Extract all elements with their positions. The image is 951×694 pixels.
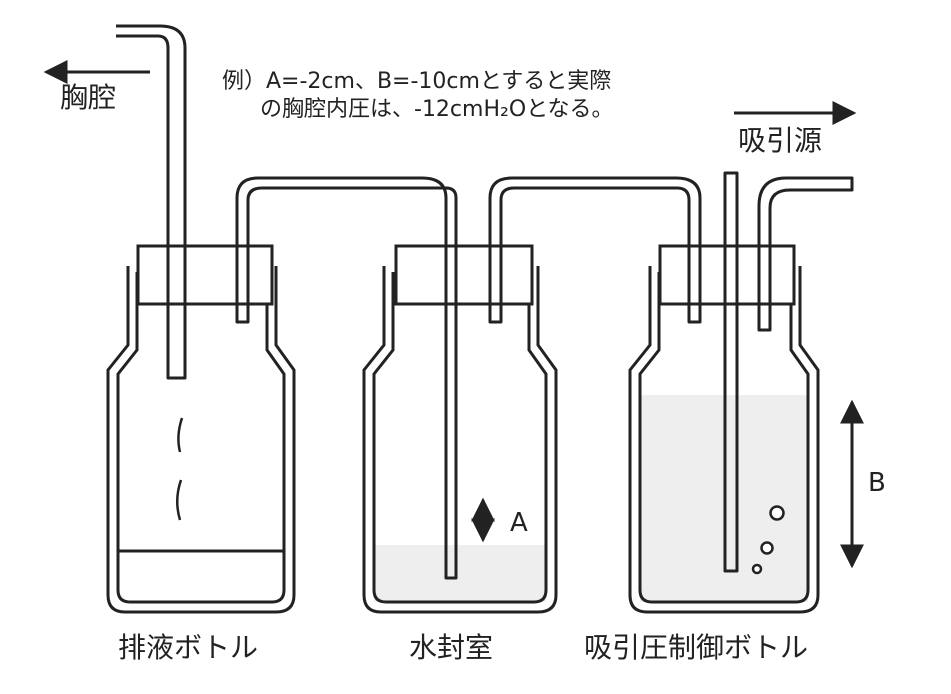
water-seal-label: 水封室 — [409, 631, 494, 664]
bubble — [769, 505, 785, 521]
drain-bottle-stopper — [136, 244, 274, 306]
water-seal-fill — [374, 545, 546, 602]
tube-seal-to-control — [488, 176, 702, 324]
bubbles — [751, 505, 785, 575]
water-seal-stopper — [394, 244, 534, 306]
example-note-line-1: 例）A=-2cm、B=-10cmとすると実際 — [222, 69, 612, 94]
bubble — [751, 563, 763, 575]
drain-bottle-label: 排液ボトル — [118, 631, 259, 664]
example-note: 例）A=-2cm、B=-10cmとすると実際 の胸腔内圧は、-12cmH₂Oとな… — [222, 68, 613, 123]
a-label: A — [510, 508, 528, 538]
arrows — [43, 60, 864, 569]
water-seal-inner — [372, 272, 548, 604]
tube-drain-to-seal — [235, 176, 458, 580]
suction-control-bottle-label: 吸引圧制御ボトル — [584, 631, 809, 664]
bubble — [760, 541, 774, 555]
example-note-line-2: の胸腔内圧は、-12cmH₂Oとなる。 — [260, 96, 614, 122]
drain-bottle-outer — [106, 266, 296, 614]
suction-tube — [757, 176, 854, 332]
thorax-label: 胸腔 — [60, 81, 117, 114]
water-seal-bottle — [362, 244, 558, 614]
drop — [176, 479, 183, 521]
tubes — [116, 24, 854, 580]
suction-control-inner — [638, 272, 810, 604]
b-label: B — [868, 468, 886, 498]
suction-source-label: 吸引源 — [738, 124, 823, 157]
suction-control-stopper — [658, 244, 796, 306]
drain-bottle-inner — [116, 272, 286, 604]
drain-bottle — [106, 244, 296, 614]
vent-tube — [723, 171, 739, 573]
patient-tube — [116, 24, 187, 380]
drop — [177, 417, 184, 453]
suction-control-outer — [628, 266, 820, 614]
drops — [176, 417, 184, 521]
water-seal-outer — [362, 266, 558, 614]
